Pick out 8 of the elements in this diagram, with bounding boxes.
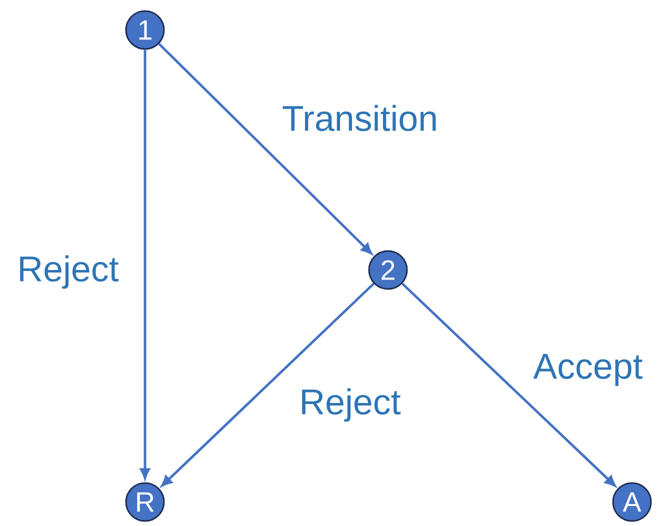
edge-label: Transition [280, 104, 440, 132]
arrow [401, 282, 616, 486]
arrow [158, 42, 372, 254]
edge-label: Reject [298, 387, 402, 423]
edge-label: Accept [532, 352, 644, 388]
arrow [161, 282, 375, 486]
arrow [140, 50, 150, 479]
edge-label: Reject [16, 254, 120, 290]
